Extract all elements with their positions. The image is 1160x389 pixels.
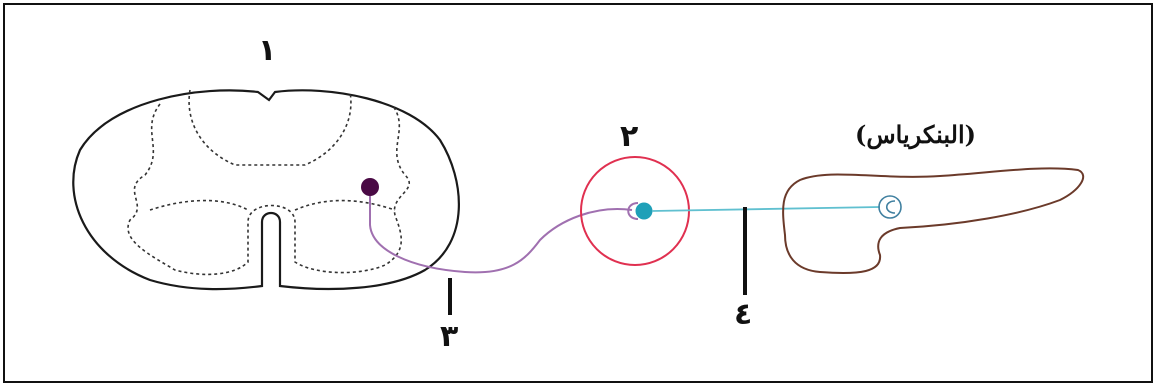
label-preganglionic-fiber: ٣ [440,319,459,354]
preganglionic-cell-body [361,178,379,196]
label-spinal-cord: ١ [258,33,277,68]
organ-label-pancreas: (البنكرياس) [855,120,976,149]
pancreas-nerve-ending-cup [885,200,896,214]
pancreas-nerve-ending-ring [878,195,902,219]
grey-matter-outline [127,89,410,276]
synapse-ending [627,202,639,220]
pancreas-outline [782,167,1085,275]
diagram-frame [3,3,1153,383]
label-postganglionic-fiber: ٤ [734,297,753,332]
label-ganglion: ٢ [620,119,639,154]
spinal-cord-outline [72,89,460,291]
postganglionic-cell-body [635,202,653,220]
postganglionic-axon [651,206,881,212]
preganglionic-axon [369,196,633,274]
